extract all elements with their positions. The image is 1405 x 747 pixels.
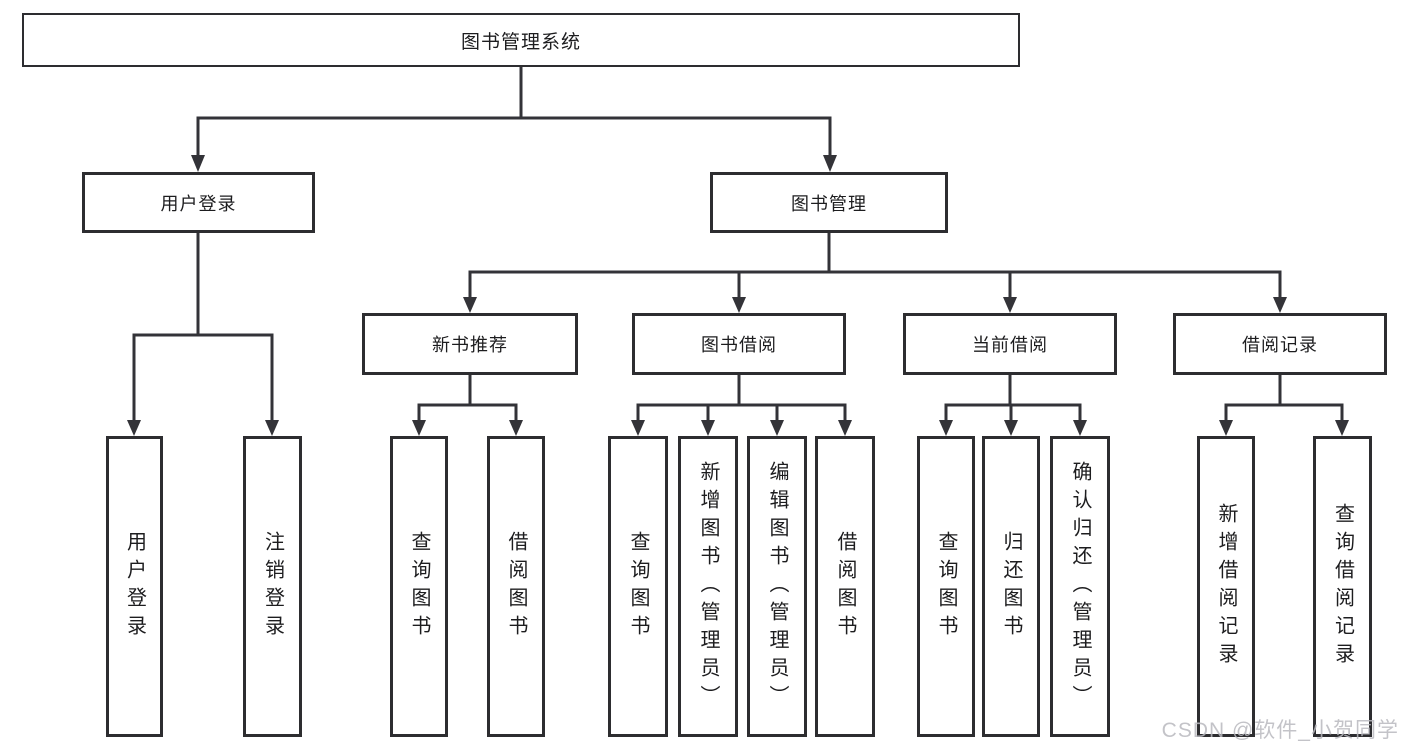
arrowheads <box>127 155 1349 436</box>
node-leaf-borrow-books-1: 借阅图书 <box>487 436 545 737</box>
node-label: 图书借阅 <box>701 335 777 355</box>
node-label: 当前借阅 <box>972 335 1048 355</box>
node-label: 查询图书 <box>408 530 430 643</box>
node-label: 借阅图书 <box>834 530 856 643</box>
node-label: 确认归还（管理员） <box>1069 460 1091 713</box>
node-label: 新增借阅记录 <box>1215 502 1237 671</box>
node-label: 注销登录 <box>261 530 284 643</box>
node-leaf-borrow-books-2: 借阅图书 <box>815 436 875 737</box>
node-leaf-add-borrow-record: 新增借阅记录 <box>1197 436 1255 737</box>
node-label: 查询图书 <box>935 530 957 643</box>
node-borrow-records: 借阅记录 <box>1173 313 1387 375</box>
node-label: 编辑图书（管理员） <box>766 460 788 713</box>
node-leaf-return-books: 归还图书 <box>982 436 1040 737</box>
node-leaf-logout: 注销登录 <box>243 436 302 737</box>
node-label: 新增图书（管理员） <box>697 460 719 713</box>
node-root: 图书管理系统 <box>22 13 1020 67</box>
node-leaf-edit-books-admin: 编辑图书（管理员） <box>747 436 807 737</box>
node-user-login-group: 用户登录 <box>82 172 315 233</box>
node-leaf-query-books-3: 查询图书 <box>917 436 975 737</box>
node-new-book-recommend: 新书推荐 <box>362 313 578 375</box>
node-label: 新书推荐 <box>432 335 508 355</box>
node-label: 查询借阅记录 <box>1331 502 1354 671</box>
node-label: 图书管理 <box>791 193 867 214</box>
node-leaf-query-borrow-record: 查询借阅记录 <box>1313 436 1372 737</box>
node-leaf-query-books-1: 查询图书 <box>390 436 448 737</box>
node-leaf-add-books-admin: 新增图书（管理员） <box>678 436 738 737</box>
node-label: 借阅图书 <box>505 530 527 643</box>
node-label: 借阅记录 <box>1242 335 1318 355</box>
node-leaf-query-books-2: 查询图书 <box>608 436 668 737</box>
node-leaf-confirm-return-admin: 确认归还（管理员） <box>1050 436 1110 737</box>
node-book-management: 图书管理 <box>710 172 948 233</box>
node-root-label: 图书管理系统 <box>460 31 581 53</box>
watermark: CSDN @软件_小贺同学 <box>1161 719 1399 742</box>
node-label: 用户登录 <box>160 193 237 214</box>
node-label: 查询图书 <box>627 530 649 643</box>
node-book-borrow: 图书借阅 <box>632 313 846 375</box>
node-current-borrow: 当前借阅 <box>903 313 1117 375</box>
node-label: 归还图书 <box>1000 530 1022 643</box>
node-leaf-user-login: 用户登录 <box>106 436 163 737</box>
node-label: 用户登录 <box>123 530 146 643</box>
